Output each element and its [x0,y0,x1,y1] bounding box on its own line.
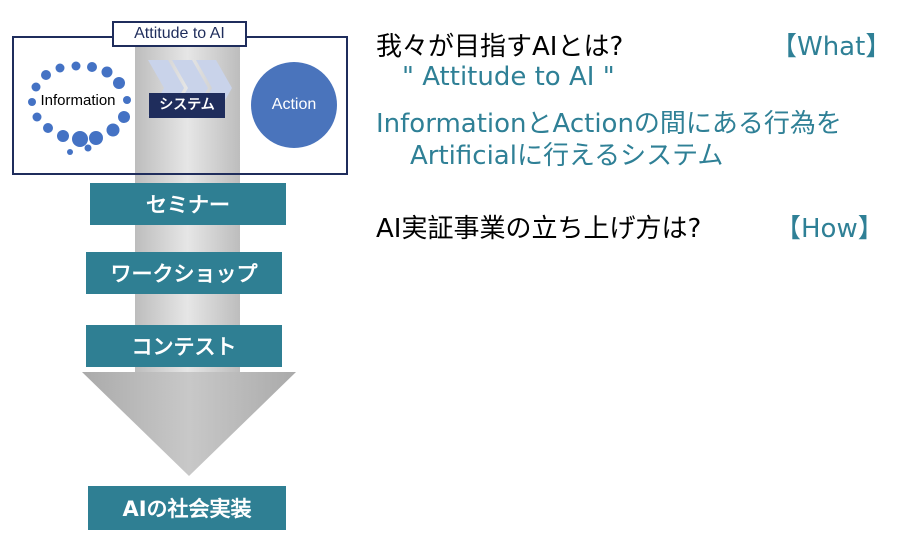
quote-attitude: " Attitude to AI " [402,62,615,92]
info-dot [41,70,51,80]
info-dot [71,61,81,71]
info-dot [118,111,130,123]
info-dot [43,123,53,133]
info-dot [57,130,69,142]
action-label: Action [271,96,317,113]
stage-seminar: セミナー [90,183,286,225]
attitude-title: Attitude to AI [112,21,247,47]
arrow-head [82,372,296,476]
question-how: AI実証事業の立ち上げ方は? [376,214,702,244]
tag-how: 【How】 [775,214,884,244]
information-label: Information [40,92,116,109]
info-dot [84,144,92,152]
info-dot [55,63,65,73]
question-what: 我々が目指すAIとは? [376,32,624,62]
information-dots-icon [28,61,131,155]
info-dot [89,131,103,145]
info-dot [106,123,120,137]
info-dot [32,112,42,122]
info-dot [67,149,73,155]
system-label: システム [149,93,225,118]
definition-line-1: InformationとActionの間にある行為を [376,109,842,139]
stage-contest: コンテスト [86,325,282,367]
action-circle [251,62,337,148]
info-dot [123,96,131,104]
info-dot [101,66,113,78]
definition-line-2: Artificialに行えるシステム [410,141,724,171]
info-dot [113,77,125,89]
goal-ai-social-implementation: AIの社会実装 [88,486,286,530]
stage-workshop: ワークショップ [86,252,282,294]
info-dot [72,131,88,147]
info-dot [87,62,97,72]
info-dot [31,82,41,92]
info-dot [28,98,36,106]
tag-what: 【What】 [771,32,892,62]
